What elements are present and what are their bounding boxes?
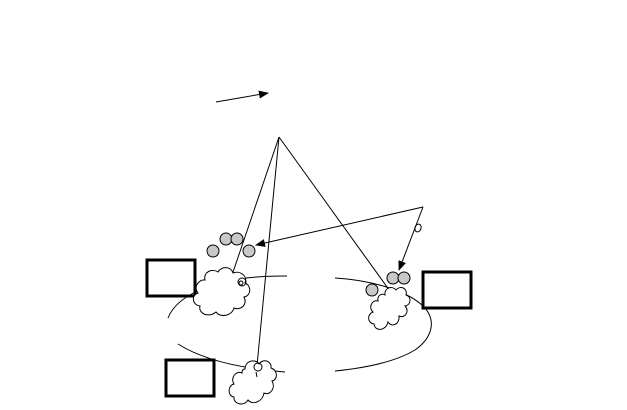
cloud-right [368, 287, 411, 330]
line-apex-left [230, 136, 280, 279]
arrow-to-left-cluster [255, 206, 424, 247]
pebble [219, 232, 233, 246]
line-apex-right [278, 136, 401, 306]
cloud-bottom-marker [253, 362, 263, 372]
ellipse-arc-upper-right [334, 277, 432, 372]
cloud-left [192, 267, 251, 316]
pebble [230, 232, 244, 246]
pebble [242, 244, 256, 258]
line-apex-bottom [255, 136, 280, 377]
pebble [206, 244, 220, 258]
pebble-cluster-right [365, 271, 411, 297]
pebble [386, 271, 400, 285]
pebble-cluster-left [206, 232, 256, 258]
box-bottom [164, 358, 216, 398]
cloud-bottom [228, 360, 277, 405]
pebble [397, 271, 411, 285]
box-right [421, 270, 473, 310]
direction-arrow [215, 90, 269, 103]
arrow-to-right-cluster [398, 206, 424, 271]
small-seed [414, 223, 422, 233]
pebble [365, 283, 379, 297]
box-left [145, 258, 197, 298]
cloud-left-marker [237, 277, 247, 287]
